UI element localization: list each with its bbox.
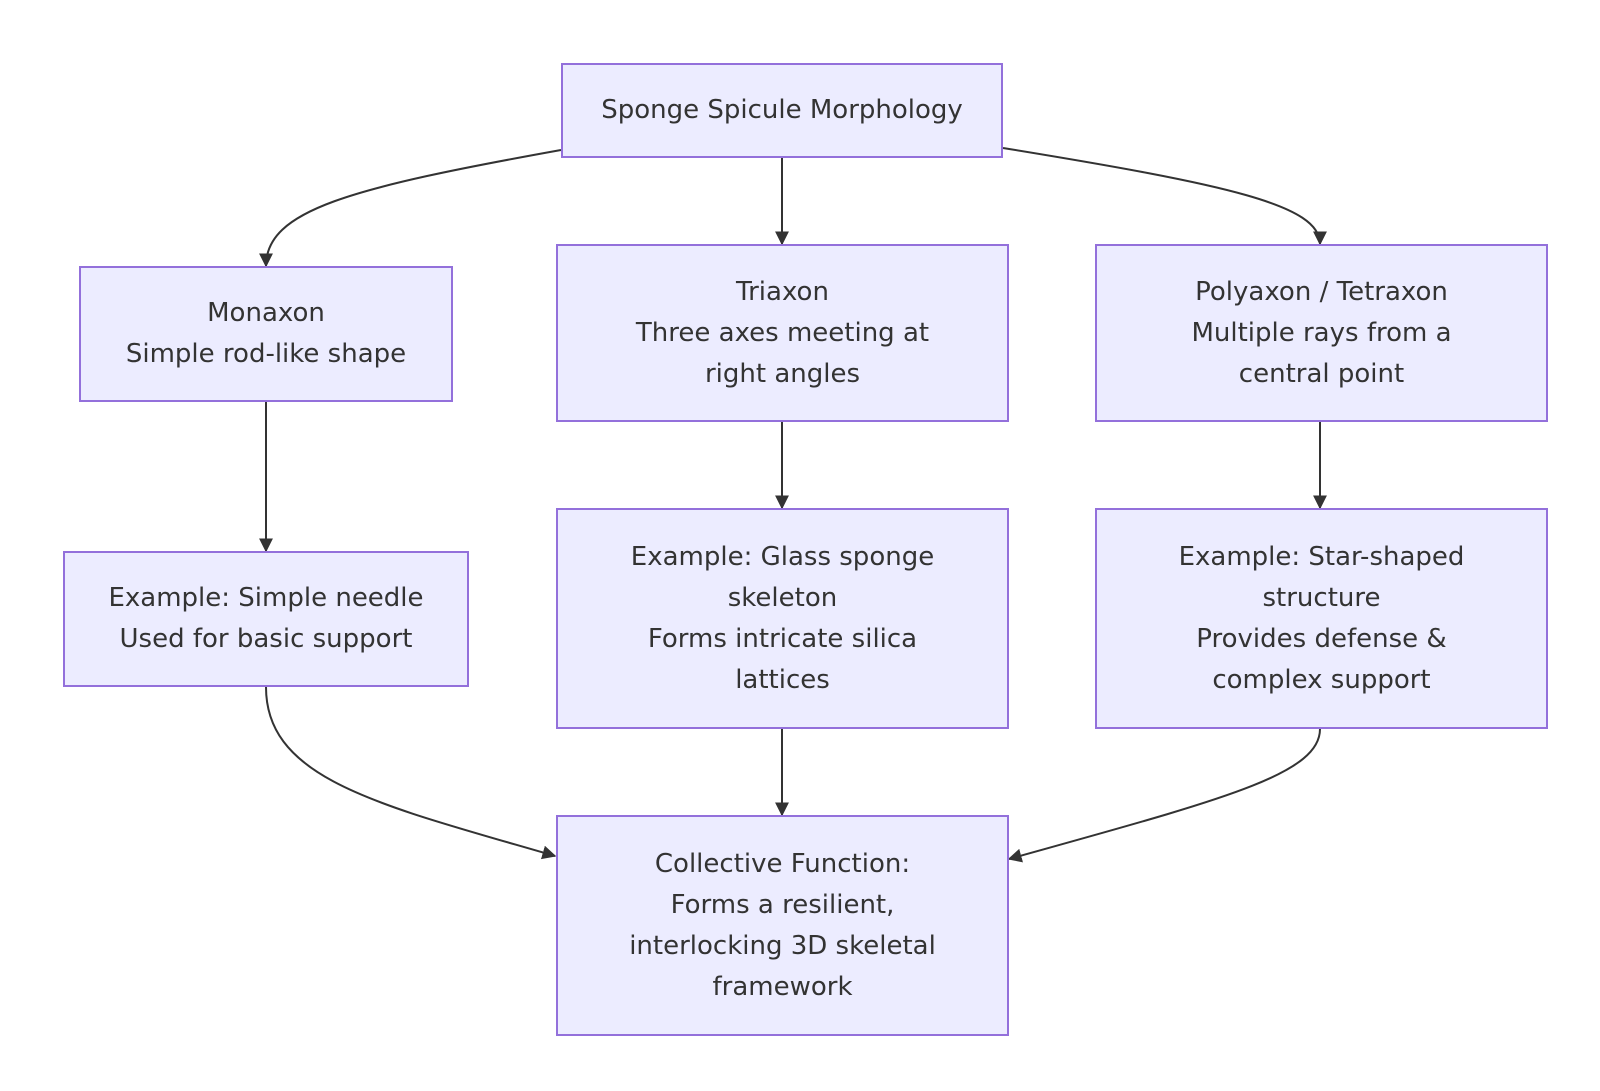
node-text-line: Forms a resilient, <box>670 889 895 920</box>
node-text-line: Example: Star-shaped <box>1178 541 1465 572</box>
node-text-line: Sponge Spicule Morphology <box>601 95 963 125</box>
node-text-line: Example: Glass sponge <box>630 541 935 572</box>
node-text-line: Example: Simple needle <box>108 583 424 613</box>
node-text-line: Multiple rays from a <box>1191 317 1452 348</box>
node-text-line: Monaxon <box>207 298 325 328</box>
node-triaxon-example: Example: Glass sponge skeleton Forms int… <box>556 508 1009 729</box>
node-text-line: Forms intricate silica <box>647 623 918 654</box>
node-text-line: Triaxon <box>736 276 829 307</box>
node-text-line: lattices <box>735 664 830 695</box>
node-text-line: complex support <box>1212 664 1431 695</box>
node-text-line: central point <box>1238 358 1405 389</box>
node-polyaxon-example: Example: Star-shaped structure Provides … <box>1095 508 1548 729</box>
node-triaxon: Triaxon Three axes meeting at right angl… <box>556 244 1009 422</box>
node-text-line: Simple rod-like shape <box>125 339 407 369</box>
node-text-line: Three axes meeting at <box>635 317 930 348</box>
node-text-line: Used for basic support <box>119 624 413 654</box>
node-collective-function: Collective Function: Forms a resilient, … <box>556 815 1009 1036</box>
node-text-line: structure <box>1262 582 1381 613</box>
node-text-line: interlocking 3D skeletal <box>629 930 936 961</box>
edge-root-to-polyaxon <box>1002 147 1327 246</box>
edge-monaxon-example-to-collective <box>265 686 557 860</box>
node-text-line: Polyaxon / Tetraxon <box>1195 276 1448 307</box>
node-text-line: framework <box>712 971 853 1002</box>
node-monaxon: Monaxon Simple rod-like shape <box>79 266 453 402</box>
edge-root-to-monaxon <box>259 149 562 268</box>
node-text-line: right angles <box>704 358 861 389</box>
node-text-line: Collective Function: <box>654 848 911 879</box>
node-sponge-spicule-morphology: Sponge Spicule Morphology <box>561 63 1003 158</box>
node-polyaxon-tetraxon: Polyaxon / Tetraxon Multiple rays from a… <box>1095 244 1548 422</box>
edge-polyaxon-example-to-collective <box>1007 728 1321 863</box>
node-monaxon-example: Example: Simple needle Used for basic su… <box>63 551 469 687</box>
node-text-line: Provides defense & <box>1196 623 1447 654</box>
node-text-line: skeleton <box>727 582 838 613</box>
